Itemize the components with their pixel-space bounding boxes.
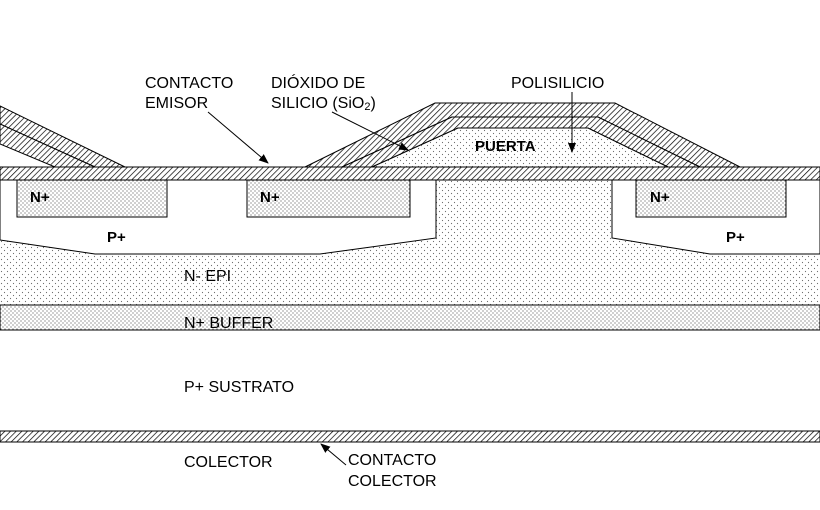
label-dioxido-line1: DIÓXIDO DE [271,73,365,92]
n-plus-region-middle [246,179,411,218]
n-plus-region-right [635,179,787,218]
label-p-plus-right: P+ [726,229,745,246]
oxide-surface-layer [0,166,820,181]
arrow-contacto-colector [320,443,347,466]
collector-contact-metal [0,430,820,443]
label-puerta: PUERTA [475,138,536,155]
label-contacto-colector-line1: CONTACTO [348,452,436,469]
label-dioxido-line2: SILICIO (SiO2) [271,95,376,113]
label-polisilicio: POLISILICIO [511,75,604,92]
n-plus-region-left [16,179,168,218]
label-contacto-colector-line2: COLECTOR [348,473,437,490]
label-colector: COLECTOR [184,454,273,471]
n-plus-buffer-layer [0,304,820,331]
label-n-plus-left: N+ [30,189,50,206]
arrow-dioxido [331,111,409,151]
label-p-sustrato: P+ SUSTRATO [184,379,294,396]
label-contacto-emisor-line2: EMISOR [145,95,208,112]
label-n-plus-middle: N+ [260,189,280,206]
p-plus-substrate [0,330,820,431]
oxide-left-slope [0,123,96,168]
label-n-buffer: N+ BUFFER [184,315,273,332]
label-n-epi: N- EPI [184,268,231,285]
label-p-plus-left: P+ [107,229,126,246]
label-n-plus-right: N+ [650,189,670,206]
arrow-contacto-emisor [207,111,269,164]
label-contacto-emisor-line1: CONTACTO [145,75,233,92]
polysilicon-gate [371,127,669,168]
